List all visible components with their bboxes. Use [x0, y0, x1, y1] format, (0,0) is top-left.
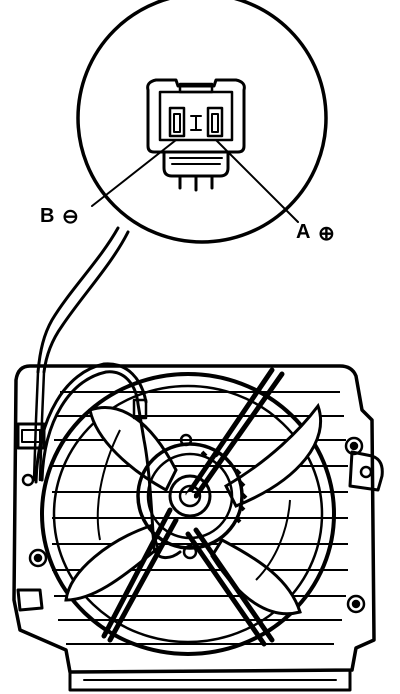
fan-shroud-ring [40, 372, 336, 656]
fan-shroud-frame [12, 364, 376, 674]
connector-detail-group: B ⊖ A ⊕ [40, 0, 335, 245]
leader-line-b [91, 139, 177, 207]
leader-line-a [215, 139, 299, 223]
fan-motor-wire [40, 370, 182, 559]
motor-bracket-spokes [101, 367, 285, 647]
wiring-harness [16, 226, 130, 482]
shroud-mount-bolts [21, 436, 366, 614]
fan-blades [64, 402, 323, 616]
fan-assembly [12, 362, 384, 692]
callout-b-symbol: ⊖ [62, 206, 79, 228]
callout-b-label: B [40, 205, 54, 227]
callout-a-symbol: ⊕ [318, 223, 335, 245]
callout-a-label: A [296, 221, 310, 243]
connector-housing [146, 78, 246, 192]
motor-hub [168, 474, 212, 518]
detail-magnifier-circle [76, 0, 328, 244]
